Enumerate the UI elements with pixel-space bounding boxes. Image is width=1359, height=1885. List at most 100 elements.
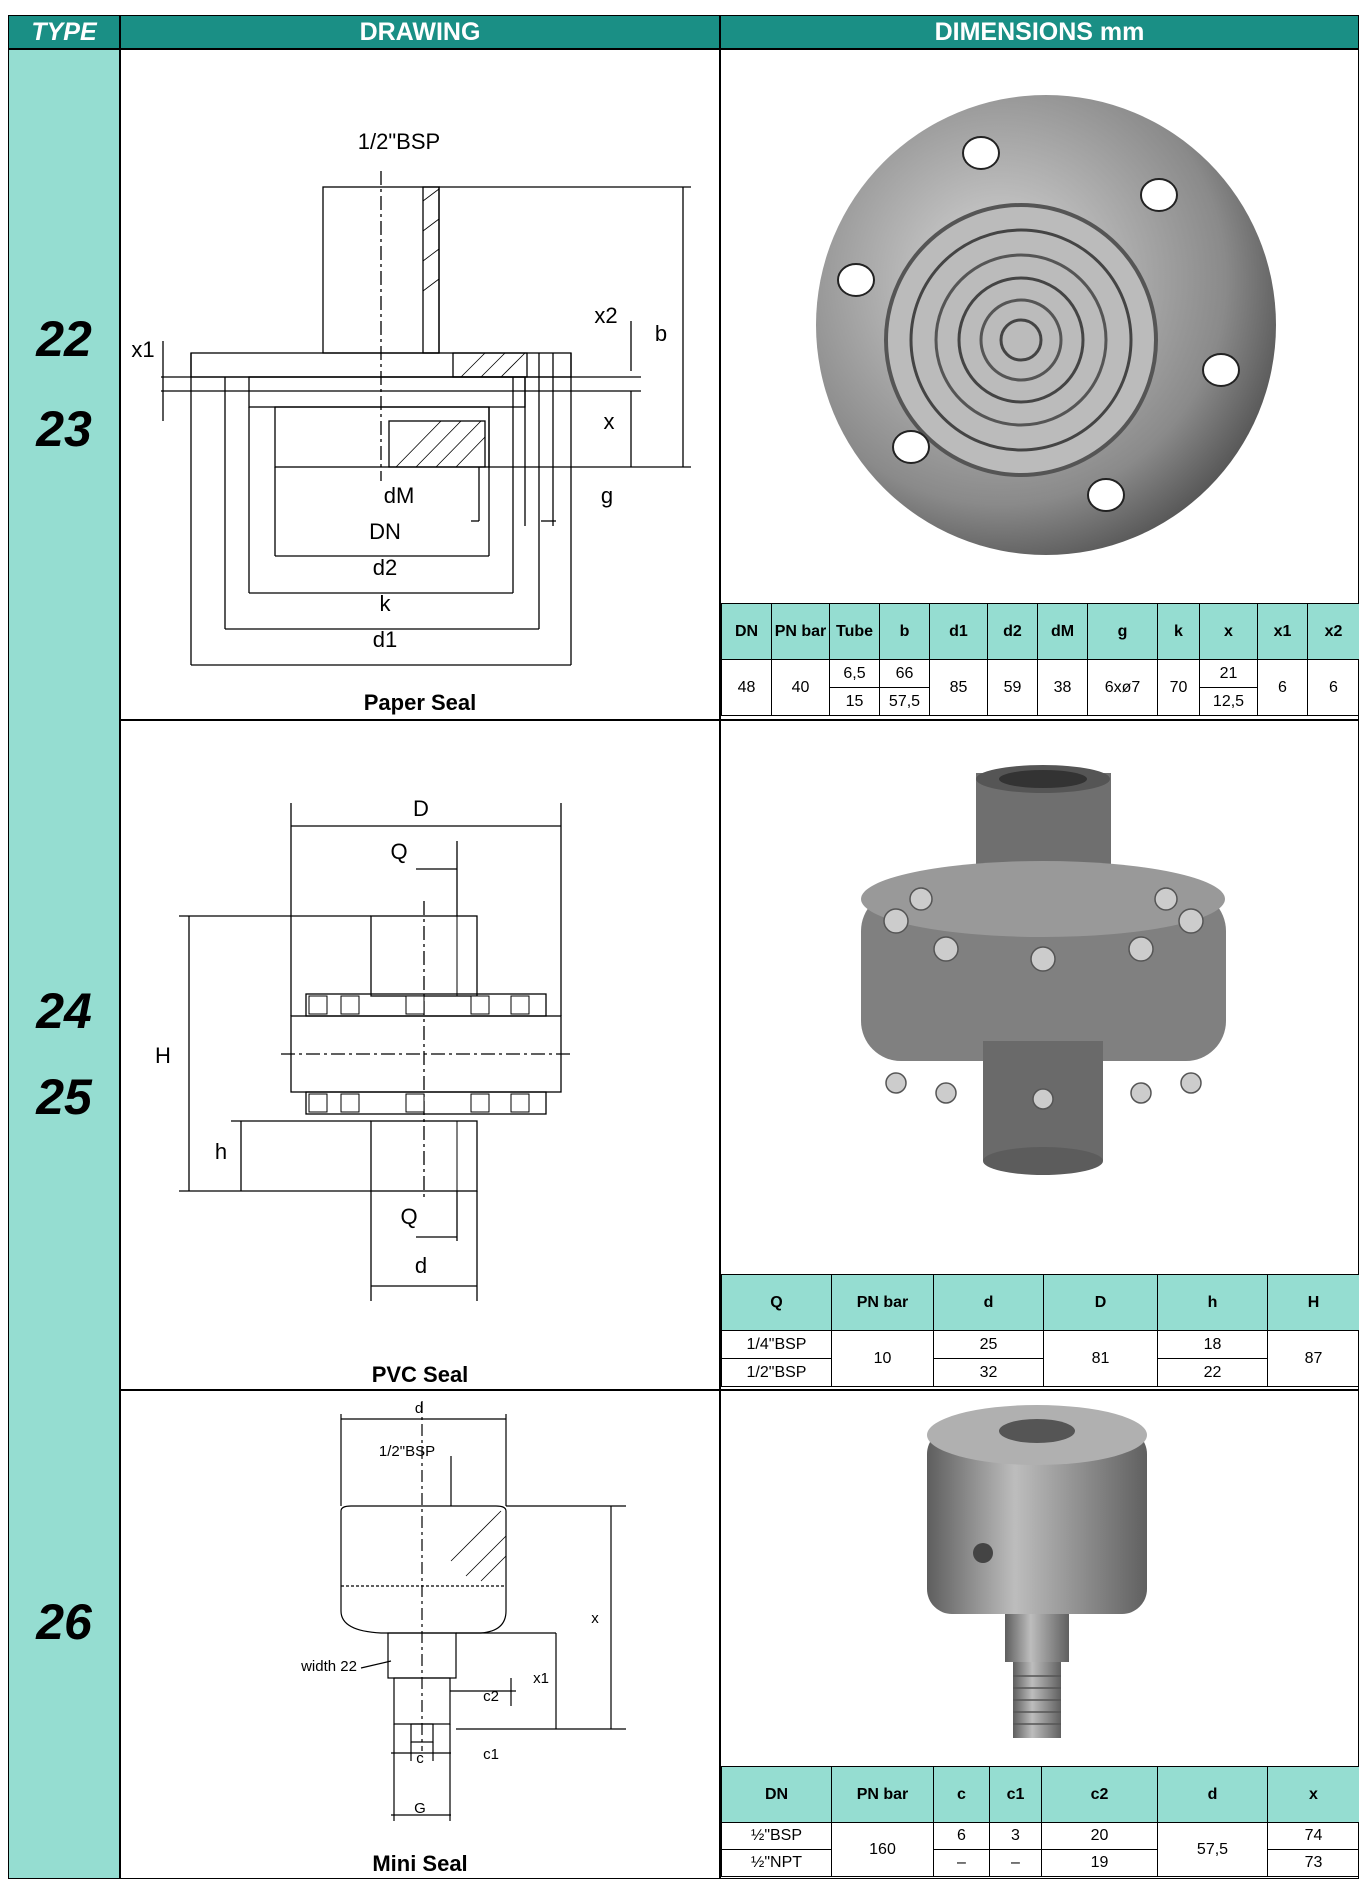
cell-x-1: 74 xyxy=(1268,1823,1359,1850)
cell-H: 87 xyxy=(1268,1331,1359,1387)
label-x2: x2 xyxy=(594,303,617,328)
mini-seal-photo xyxy=(721,1391,1358,1766)
label-bsp: 1/2"BSP xyxy=(358,129,440,154)
label-H: H xyxy=(155,1043,171,1068)
caption-mini-seal: Mini Seal xyxy=(121,1851,719,1877)
mini-seal-drawing: d 1/2"BSP x width 22 x1 c2 c1 c G xyxy=(121,1391,719,1880)
photo-cell-pvc-seal: Q PN bar d D h H 1/4"BSP 10 25 81 18 87 … xyxy=(720,720,1359,1390)
paper-seal-drawing: 1/2"BSP x2 b x1 x dM g DN d2 k d1 xyxy=(121,50,719,719)
cell-x-1: 21 xyxy=(1200,660,1258,688)
cell-D: 81 xyxy=(1044,1331,1158,1387)
caption-pvc-seal: PVC Seal xyxy=(121,1362,719,1388)
label-x: x xyxy=(591,1610,599,1627)
label-d: d xyxy=(415,1253,427,1278)
drawing-cell-mini-seal: d 1/2"BSP x width 22 x1 c2 c1 c G Mini S… xyxy=(120,1390,720,1879)
label-d1: d1 xyxy=(373,627,397,652)
cell-h-2: 22 xyxy=(1158,1359,1268,1387)
cell-q-2: 1/2"BSP xyxy=(722,1359,832,1387)
paper-seal-photo xyxy=(721,50,1358,602)
cell-x-2: 12,5 xyxy=(1200,688,1258,716)
cell-c2-2: 19 xyxy=(1042,1850,1158,1877)
th-b: b xyxy=(880,604,930,660)
th-k: k xyxy=(1158,604,1200,660)
label-c2: c2 xyxy=(483,1688,499,1705)
type-24: 24 xyxy=(8,982,120,1040)
paper-seal-table: DN PN bar Tube b d1 d2 dM g k x x1 x2 48… xyxy=(721,603,1359,716)
label-d2: d2 xyxy=(373,555,397,580)
label-Q-bottom: Q xyxy=(400,1204,417,1229)
label-G: G xyxy=(414,1800,426,1817)
cell-dm: 38 xyxy=(1038,660,1088,716)
th-D: D xyxy=(1044,1275,1158,1331)
th-q: Q xyxy=(722,1275,832,1331)
pvc-seal-photo xyxy=(721,721,1358,1274)
cell-d: 57,5 xyxy=(1158,1823,1268,1877)
type-25: 25 xyxy=(8,1068,120,1126)
cell-pn: 160 xyxy=(832,1823,934,1877)
header-drawing: DRAWING xyxy=(120,15,720,49)
th-c: c xyxy=(934,1767,990,1823)
cell-x2: 6 xyxy=(1308,660,1359,716)
label-k: k xyxy=(380,591,392,616)
th-x: x xyxy=(1268,1767,1359,1823)
th-tube: Tube xyxy=(830,604,880,660)
cell-tube-1: 6,5 xyxy=(830,660,880,688)
cell-b-2: 57,5 xyxy=(880,688,930,716)
drawing-cell-pvc-seal: D Q H h Q d PVC Seal xyxy=(120,720,720,1390)
label-DN: DN xyxy=(369,519,401,544)
th-c1: c1 xyxy=(990,1767,1042,1823)
caption-paper-seal: Paper Seal xyxy=(121,690,719,716)
label-c: c xyxy=(416,1750,424,1767)
cell-c-2: – xyxy=(934,1850,990,1877)
type-23: 23 xyxy=(8,400,120,458)
cell-x1: 6 xyxy=(1258,660,1308,716)
type-26: 26 xyxy=(8,1593,120,1651)
label-width: width 22 xyxy=(300,1658,357,1675)
th-c2: c2 xyxy=(1042,1767,1158,1823)
cell-x-2: 73 xyxy=(1268,1850,1359,1877)
label-D: D xyxy=(413,796,429,821)
cell-h-1: 18 xyxy=(1158,1331,1268,1359)
pvc-seal-drawing: D Q H h Q d xyxy=(121,721,719,1389)
th-d: d xyxy=(934,1275,1044,1331)
header-type: TYPE xyxy=(8,15,120,49)
label-bsp: 1/2"BSP xyxy=(379,1443,435,1460)
cell-d-2: 32 xyxy=(934,1359,1044,1387)
type-22: 22 xyxy=(8,310,120,368)
th-x: x xyxy=(1200,604,1258,660)
photo-cell-mini-seal: DN PN bar c c1 c2 d x ½"BSP 160 6 3 20 5… xyxy=(720,1390,1359,1879)
th-h: h xyxy=(1158,1275,1268,1331)
cell-g: 6xø7 xyxy=(1088,660,1158,716)
th-d: d xyxy=(1158,1767,1268,1823)
th-d2: d2 xyxy=(988,604,1038,660)
th-pn: PN bar xyxy=(832,1275,934,1331)
th-d1: d1 xyxy=(930,604,988,660)
label-Q-top: Q xyxy=(390,839,407,864)
cell-d2: 59 xyxy=(988,660,1038,716)
label-dM: dM xyxy=(384,483,415,508)
cell-q-1: 1/4"BSP xyxy=(722,1331,832,1359)
th-dm: dM xyxy=(1038,604,1088,660)
label-c1: c1 xyxy=(483,1746,499,1763)
pvc-seal-table: Q PN bar d D h H 1/4"BSP 10 25 81 18 87 … xyxy=(721,1274,1359,1387)
cell-c-1: 6 xyxy=(934,1823,990,1850)
label-x1: x1 xyxy=(131,337,154,362)
cell-c2-1: 20 xyxy=(1042,1823,1158,1850)
drawing-cell-paper-seal: 1/2"BSP x2 b x1 x dM g DN d2 k d1 Paper … xyxy=(120,49,720,720)
cell-pn: 10 xyxy=(832,1331,934,1387)
label-b: b xyxy=(655,321,667,346)
header-dimensions: DIMENSIONS mm xyxy=(720,15,1359,49)
cell-tube-2: 15 xyxy=(830,688,880,716)
cell-c1-2: – xyxy=(990,1850,1042,1877)
cell-dn-1: ½"BSP xyxy=(722,1823,832,1850)
label-d: d xyxy=(415,1400,423,1417)
cell-dn: 48 xyxy=(722,660,772,716)
cell-b-1: 66 xyxy=(880,660,930,688)
cell-dn-2: ½"NPT xyxy=(722,1850,832,1877)
th-dn: DN xyxy=(722,1767,832,1823)
label-x1: x1 xyxy=(533,1670,549,1687)
label-h: h xyxy=(215,1139,227,1164)
cell-d1: 85 xyxy=(930,660,988,716)
cell-d-1: 25 xyxy=(934,1331,1044,1359)
cell-pn: 40 xyxy=(772,660,830,716)
